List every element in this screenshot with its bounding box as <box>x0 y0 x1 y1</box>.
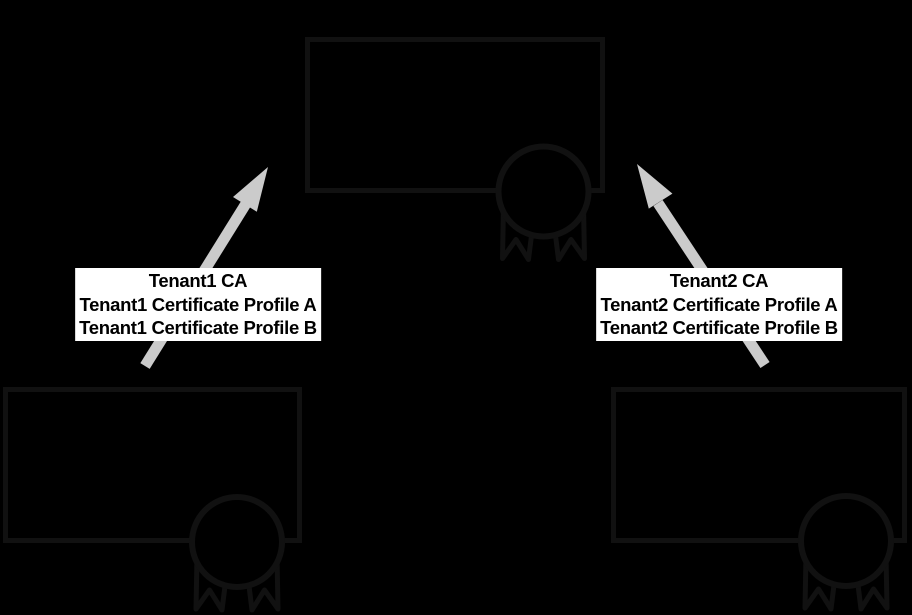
tenant1-label: Tenant1 CA Tenant1 Certificate Profile A… <box>75 268 321 341</box>
tenant2-ca-line: Tenant2 CA <box>669 270 769 291</box>
top-certificate-box <box>305 37 605 193</box>
tenant2-profile-b-line: Tenant2 Certificate Profile B <box>600 317 838 338</box>
certificate-seal-icon <box>499 147 589 260</box>
certificate-seal-icon <box>801 496 891 609</box>
tenant1-profile-b-line: Tenant1 Certificate Profile B <box>79 317 317 338</box>
certificate-seal-icon <box>192 497 282 610</box>
tenant1-profile-a-line: Tenant1 Certificate Profile A <box>79 293 317 315</box>
tenant2-label: Tenant2 CA Tenant2 Certificate Profile A… <box>596 268 842 341</box>
tenant2-profile-a-line: Tenant2 Certificate Profile A <box>600 293 838 315</box>
tenant1-ca-line: Tenant1 CA <box>148 270 248 291</box>
